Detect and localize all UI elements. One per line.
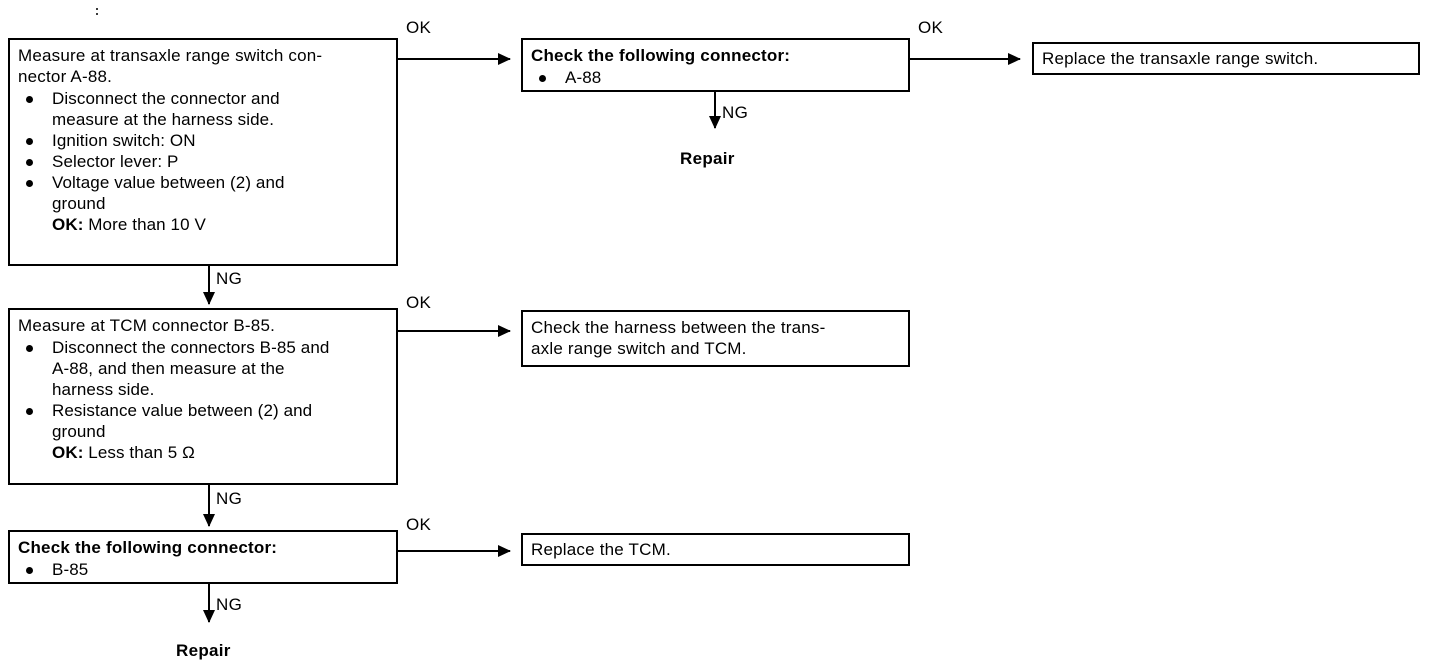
box-title: Check the following connector: bbox=[18, 538, 278, 557]
arrow-ok-box2-to-box3 bbox=[910, 53, 1021, 65]
bullet-result-prefix: OK: bbox=[52, 215, 84, 234]
bullet-dot-icon bbox=[26, 408, 33, 415]
bullet-dot-icon bbox=[26, 138, 33, 145]
list-item: Voltage value between (2) and ground OK:… bbox=[18, 172, 388, 235]
terminal-repair-top: Repair bbox=[680, 149, 735, 168]
bullet-dot-icon bbox=[26, 345, 33, 352]
bullet-dot-icon bbox=[26, 567, 33, 574]
box-title: Measure at TCM connector B-85. bbox=[18, 316, 276, 335]
box-replace-tcm[interactable]: Replace the TCM. bbox=[521, 533, 910, 566]
edge-label-ok: OK bbox=[406, 293, 432, 312]
list-item: B-85 bbox=[18, 559, 388, 580]
bullet-result-value: Less than 5 Ω bbox=[83, 443, 195, 462]
bullet-line: measure at the harness side. bbox=[52, 110, 275, 129]
bullet-line: ground bbox=[52, 422, 106, 441]
box-title: Replace the transaxle range switch. bbox=[1042, 49, 1319, 68]
list-item: Disconnect the connectors B-85 and A-88,… bbox=[18, 337, 388, 400]
edge-label-ok: OK bbox=[406, 515, 432, 534]
bullet-line: Ignition switch: ON bbox=[52, 131, 196, 150]
box-check-connector-b85[interactable]: Check the following connector: B-85 bbox=[8, 530, 398, 584]
scan-artifact-speck bbox=[96, 13, 98, 15]
bullet-result: OK: Less than 5 Ω bbox=[52, 442, 388, 463]
bullet-line: B-85 bbox=[52, 560, 89, 579]
box-bullet-list: A-88 bbox=[531, 67, 900, 88]
arrow-ng-box1-to-box4 bbox=[203, 266, 215, 305]
bullet-line: Selector lever: P bbox=[52, 152, 179, 171]
list-item: Disconnect the connector and measure at … bbox=[18, 88, 388, 130]
arrow-ng-box2-to-repair bbox=[709, 92, 721, 129]
terminal-repair-bottom: Repair bbox=[176, 641, 231, 660]
bullet-dot-icon bbox=[26, 180, 33, 187]
edge-label-ok: OK bbox=[918, 18, 944, 37]
bullet-result-value: More than 10 V bbox=[83, 215, 206, 234]
box-title: Replace the TCM. bbox=[531, 540, 671, 559]
edge-label-ng: NG bbox=[216, 595, 243, 614]
box-bullet-list: B-85 bbox=[18, 559, 388, 580]
box-bullet-list: Disconnect the connectors B-85 and A-88,… bbox=[18, 337, 388, 463]
arrow-ok-box4-to-box5 bbox=[398, 325, 511, 337]
list-item: Resistance value between (2) and ground … bbox=[18, 400, 388, 463]
bullet-result: OK: More than 10 V bbox=[52, 214, 388, 235]
box-title: Check the harness between the trans- axl… bbox=[531, 318, 826, 358]
bullet-line: A-88 bbox=[565, 68, 602, 87]
bullet-line: A-88, and then measure at the bbox=[52, 359, 285, 378]
edge-label-ng: NG bbox=[216, 269, 243, 288]
bullet-dot-icon bbox=[26, 159, 33, 166]
box-title: Measure at transaxle range switch con- n… bbox=[18, 46, 323, 86]
list-item: Selector lever: P bbox=[18, 151, 388, 172]
box-replace-transaxle-range-switch[interactable]: Replace the transaxle range switch. bbox=[1032, 42, 1420, 75]
box-check-connector-a88[interactable]: Check the following connector: A-88 bbox=[521, 38, 910, 92]
list-item: A-88 bbox=[531, 67, 900, 88]
box-measure-transaxle-range-switch[interactable]: Measure at transaxle range switch con- n… bbox=[8, 38, 398, 266]
bullet-line: Voltage value between (2) and bbox=[52, 173, 285, 192]
bullet-line: harness side. bbox=[52, 380, 155, 399]
box-check-harness[interactable]: Check the harness between the trans- axl… bbox=[521, 310, 910, 367]
bullet-dot-icon bbox=[26, 96, 33, 103]
arrow-ok-box1-to-box2 bbox=[398, 53, 511, 65]
bullet-result-prefix: OK: bbox=[52, 443, 84, 462]
arrow-ok-box6-to-box7 bbox=[398, 545, 511, 557]
arrow-ng-box4-to-box6 bbox=[203, 485, 215, 527]
box-bullet-list: Disconnect the connector and measure at … bbox=[18, 88, 388, 235]
bullet-line: Disconnect the connectors B-85 and bbox=[52, 338, 330, 357]
bullet-line: Resistance value between (2) and bbox=[52, 401, 313, 420]
bullet-line: ground bbox=[52, 194, 106, 213]
edge-label-ok: OK bbox=[406, 18, 432, 37]
list-item: Ignition switch: ON bbox=[18, 130, 388, 151]
bullet-line: Disconnect the connector and bbox=[52, 89, 280, 108]
box-measure-tcm-connector[interactable]: Measure at TCM connector B-85. Disconnec… bbox=[8, 308, 398, 485]
scan-artifact-speck bbox=[96, 8, 98, 10]
edge-label-ng: NG bbox=[216, 489, 243, 508]
bullet-dot-icon bbox=[539, 75, 546, 82]
arrow-ng-box6-to-repair bbox=[203, 584, 215, 623]
box-title: Check the following connector: bbox=[531, 46, 791, 65]
edge-label-ng: NG bbox=[722, 103, 749, 122]
